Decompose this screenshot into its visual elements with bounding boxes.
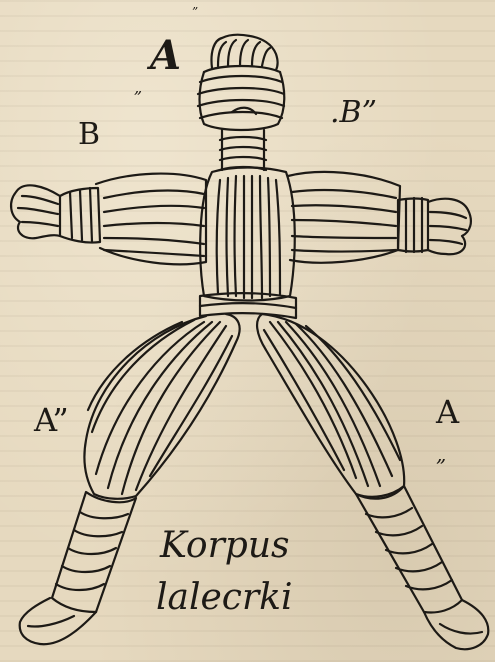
label-head-a: A xyxy=(150,36,181,76)
caption-line-2: lalecrki xyxy=(156,580,293,616)
caption-line-1: Korpus xyxy=(160,528,290,564)
label-right-leg-a: A xyxy=(436,396,459,428)
right-arm xyxy=(288,172,471,263)
left-arm xyxy=(11,174,206,265)
label-left-arm-b: B xyxy=(78,120,100,150)
torso xyxy=(200,168,295,301)
head xyxy=(198,66,284,130)
label-right-leg-quote: „ xyxy=(436,444,446,464)
head-tuft xyxy=(211,35,277,70)
label-right-arm-b: .B” xyxy=(330,98,377,128)
neck xyxy=(220,130,266,170)
label-left-leg-a: A” xyxy=(34,404,69,436)
label-head-quote: „ xyxy=(134,80,142,96)
top-quote-mark: ” xyxy=(192,6,198,18)
